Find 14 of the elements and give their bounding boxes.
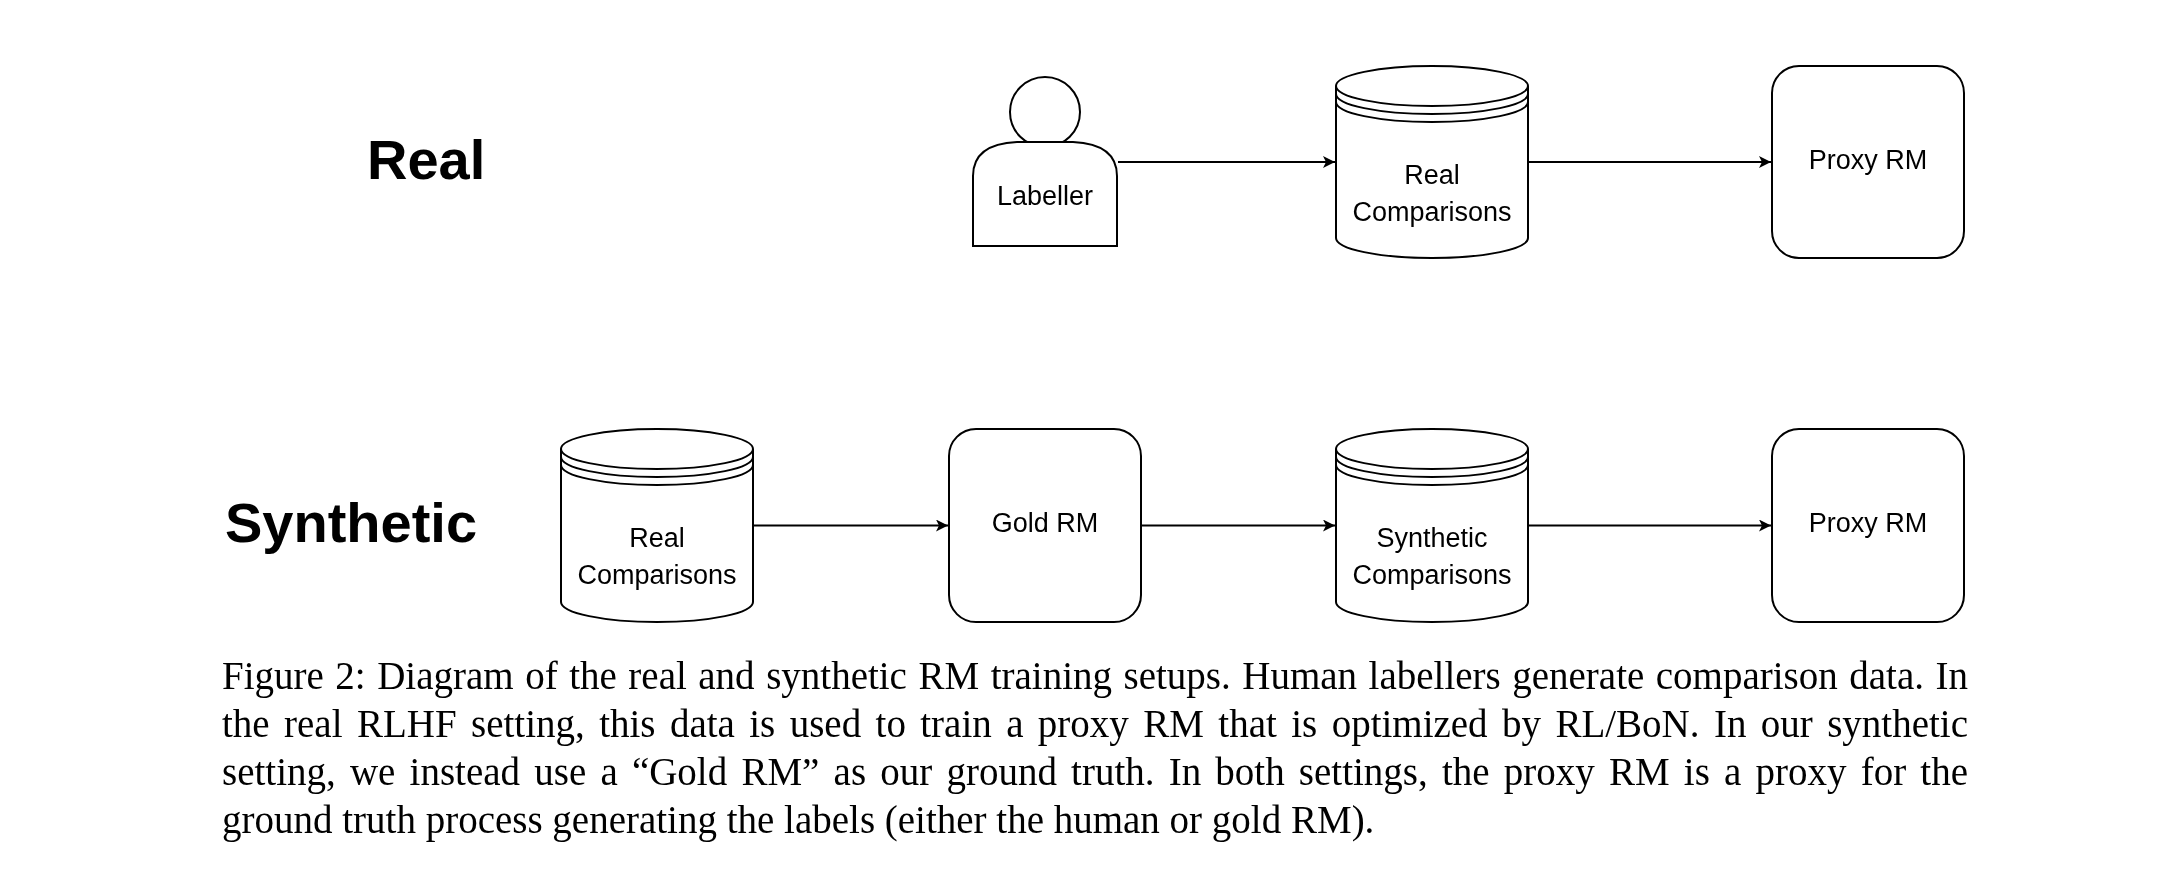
row-label: Synthetic	[225, 491, 478, 555]
database-cylinder: Synthetic Comparisons	[1335, 428, 1529, 623]
arrow	[1141, 519, 1336, 532]
process-box: Proxy RM	[1771, 428, 1965, 623]
arrow	[1528, 519, 1772, 532]
arrow	[753, 519, 949, 532]
row-label: Real	[367, 128, 486, 192]
process-box: Proxy RM	[1771, 65, 1965, 259]
arrow	[1117, 156, 1336, 168]
database-cylinder: Real Comparisons	[1335, 65, 1529, 259]
database-cylinder: Real Comparisons	[560, 428, 754, 623]
process-box: Gold RM	[948, 428, 1142, 623]
arrow	[1528, 156, 1772, 168]
figure-caption: Figure 2: Diagram of the real and synthetic RM training setups. Human labellers generate comparison data. In the real RLHF setting, this data is used to train a proxy RM that is optimized by RL/BoN. In our synthetic setting, we instead use a “Gold RM” as our ground truth. In both settings, the proxy RM is a proxy for the ground truth process generating the labels (either the human or gold RM).	[222, 653, 1968, 844]
